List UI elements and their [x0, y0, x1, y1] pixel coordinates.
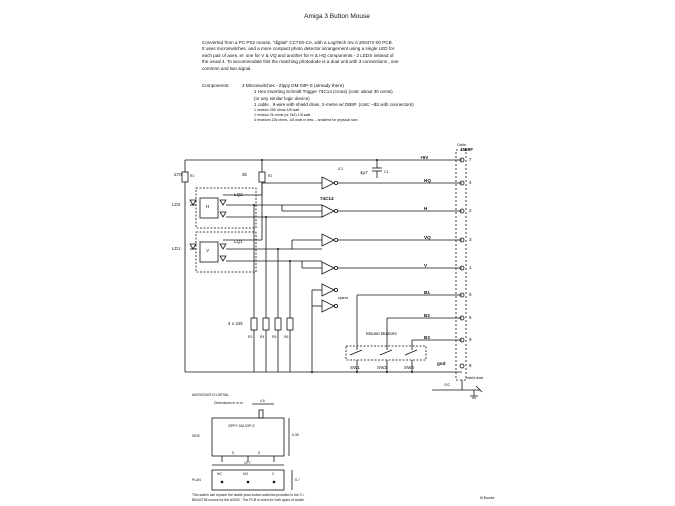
footer-line: This switch can replace the tactile push…: [192, 493, 305, 497]
switch-ref: SW1: [350, 365, 360, 370]
footer-line: B0040756 mouse for the A4000 . The PCB i…: [192, 498, 305, 502]
intro-line: It uses microswitches, and a more compac…: [202, 46, 395, 52]
pullup-ref: R3: [248, 335, 253, 339]
schematic-diagram: [181, 149, 483, 491]
buttons-label: Mouse Buttons: [366, 331, 397, 336]
intro-paragraph: Converted from a PC PS2 mouse, "digital"…: [202, 40, 502, 72]
pin-number: 9: [469, 337, 472, 342]
pin-number: 4: [469, 180, 472, 185]
signal-label: +5V: [420, 155, 429, 160]
sensor-ref: LQ2: [234, 192, 243, 197]
intro-line: common and two signal.: [202, 65, 252, 71]
cable-label: Cable: [457, 143, 466, 147]
pin-label: NO: [243, 472, 249, 476]
intro-line: each pair of axes. ie: one for V & VQ an…: [202, 52, 394, 58]
intro-line: the usual 4. To accommodate this the mat…: [202, 59, 399, 65]
pin-number: 3: [469, 237, 472, 242]
sensor-ref: LQ1: [234, 239, 243, 244]
pin-number: 2: [469, 208, 472, 213]
pin-number: 5: [469, 315, 472, 320]
ic-part: 74C14: [320, 196, 334, 201]
page-title: Amiga 3 Button Mouse: [304, 13, 370, 20]
detail-heading: MICROSWITCH DETAIL: [192, 393, 230, 397]
pin-number: 1: [469, 265, 472, 270]
pin-label: NC: [217, 472, 222, 476]
axis-label: V: [206, 248, 210, 253]
pin-number: 6: [469, 292, 472, 297]
components-heading: Components:: [202, 83, 230, 88]
dimension: 4.5: [260, 399, 265, 403]
connector-label: DB9F: [461, 147, 473, 152]
resistor-ref: R1: [190, 174, 195, 178]
dimension: 6.35: [292, 433, 299, 437]
part-label: ZIPPY DM-03P-S: [228, 424, 255, 428]
resistor-ref: R2: [268, 174, 273, 178]
capacitor-ref: C1: [384, 170, 389, 174]
spares-label: spares: [338, 296, 349, 300]
signal-label: gnd: [437, 361, 446, 366]
pullup-ref: R5: [272, 335, 277, 339]
component-item: 3 Microswitches - Zippy DM-03P-S (alread…: [242, 83, 344, 88]
pullup-ref: R6: [284, 335, 289, 339]
signal-label: HQ: [424, 178, 431, 183]
dimension: 5.7: [295, 478, 300, 482]
led-ref: LD2: [172, 202, 181, 207]
component-item: 1 Hex Inverting Schmitt Trigger 74C14 (c…: [254, 89, 393, 95]
author: M Bourke: [480, 496, 495, 500]
dimension: 12.7: [244, 461, 251, 465]
pin-number: 7: [469, 157, 472, 162]
shield-ref: G/C: [444, 383, 451, 387]
signal-label: VQ: [424, 235, 431, 240]
signal-label: B2: [424, 313, 430, 318]
component-item: 1 cable , 9-wire with shield drain, 2-me…: [254, 101, 414, 107]
dims-note: Dimensions in m.m: [214, 401, 243, 405]
intro-line: Converted from a PC PS2 mouse, "digital"…: [202, 40, 393, 45]
document-page: Amiga 3 Button Mouse Converted from a PC…: [162, 0, 512, 506]
dimension: 5: [232, 451, 234, 455]
side-label: SIDE: [192, 434, 200, 438]
dimension: 5: [258, 451, 260, 455]
switch-ref: SW3: [404, 365, 414, 370]
component-item: (or any similar logic device): [254, 95, 310, 101]
resistor-value: 270: [174, 172, 182, 177]
capacitor-value: 4µ7: [360, 170, 368, 175]
led-ref: LD1: [172, 246, 181, 251]
component-item: 4 resistors 22k ohms, 1/8 watt or less -…: [254, 117, 359, 122]
shield-label: shield drain: [466, 376, 484, 380]
switch-ref: SW2: [377, 365, 387, 370]
pullup-ref: R4: [260, 335, 265, 339]
axis-label: H: [206, 204, 210, 209]
signal-label: B1: [424, 290, 430, 295]
signal-label: H: [424, 206, 428, 211]
signal-label: B3: [424, 335, 430, 340]
plan-label: PLAN: [192, 478, 201, 482]
pin-number: 8: [469, 363, 472, 368]
components-list: 3 Microswitches - Zippy DM-03P-S (alread…: [242, 83, 414, 123]
component-item: 1 resistor 2k ohms (or 2k2) 1/8 watt: [254, 112, 311, 117]
pullup-label: 4 x 22k: [228, 321, 243, 326]
signal-label: V: [424, 263, 428, 268]
ic-ref: IC1: [338, 167, 344, 171]
resistor-value: 2k: [242, 172, 247, 177]
component-item: 1 resistor 390 ohms 1/8 watt: [254, 108, 300, 113]
pin-label: C: [272, 472, 275, 476]
